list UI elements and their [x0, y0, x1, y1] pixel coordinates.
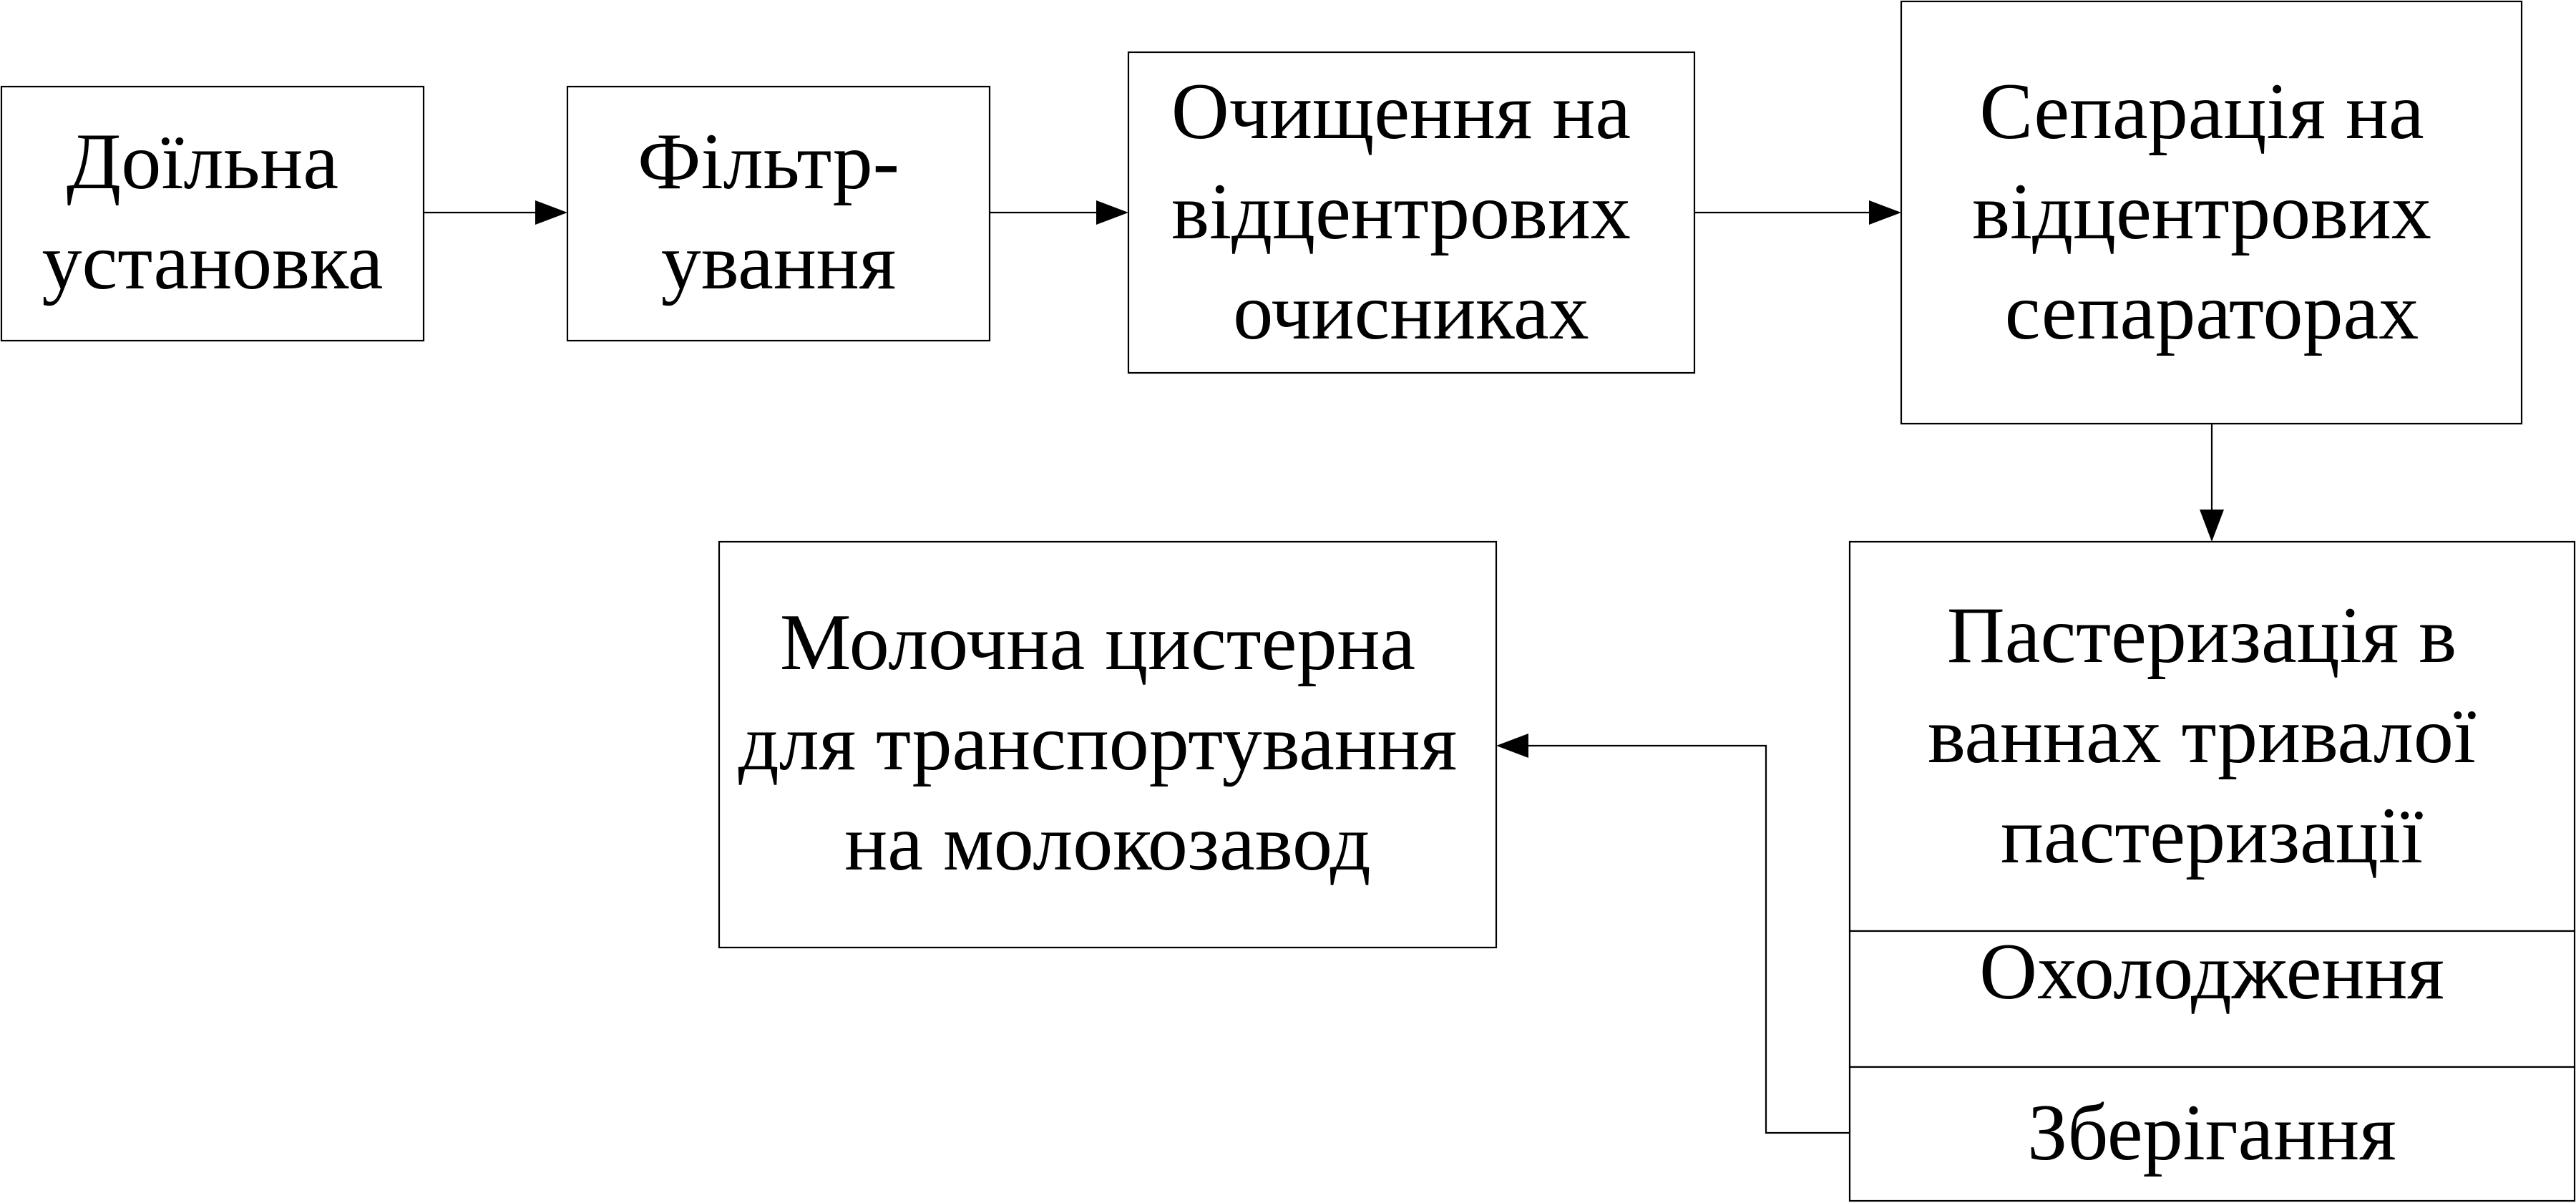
- milking-node-box: [0, 85, 425, 342]
- filtering-node-label: Фільтр- ування: [638, 117, 919, 306]
- milking-node-label: Доїльна установка: [42, 117, 384, 306]
- tanker-node-box: [718, 540, 1498, 949]
- storage-node-box: [1848, 1066, 2576, 1202]
- storage-node-label: Зберігання: [2027, 1088, 2396, 1177]
- edge-storage-to-tanker: [1496, 734, 1850, 1134]
- edge-milking-to-filtering: [424, 200, 567, 225]
- edge-cleaning-to-separation: [1694, 200, 1901, 225]
- tanker-node-label: Молочна цистерна для транспортування на …: [738, 598, 1478, 887]
- cooling-node-label: Охолодження: [1979, 927, 2444, 1016]
- edge-separation-to-pasteurization: [2200, 424, 2224, 542]
- pasteurization-node-label: Пастеризація в ваннах тривалої пастериза…: [1928, 591, 2496, 880]
- edge-filtering-to-cleaning: [990, 200, 1128, 225]
- cleaning-node-box: [1127, 51, 1696, 374]
- pasteurization-node-box: [1848, 540, 2576, 932]
- separation-node-box: [1900, 0, 2523, 425]
- separation-node-label: Сепарація на відцентрових сепараторах: [1972, 67, 2451, 356]
- filtering-node-box: [566, 85, 991, 342]
- cleaning-node-label: Очищення на відцентрових очисниках: [1171, 67, 1651, 356]
- cooling-node-box: [1848, 930, 2576, 1068]
